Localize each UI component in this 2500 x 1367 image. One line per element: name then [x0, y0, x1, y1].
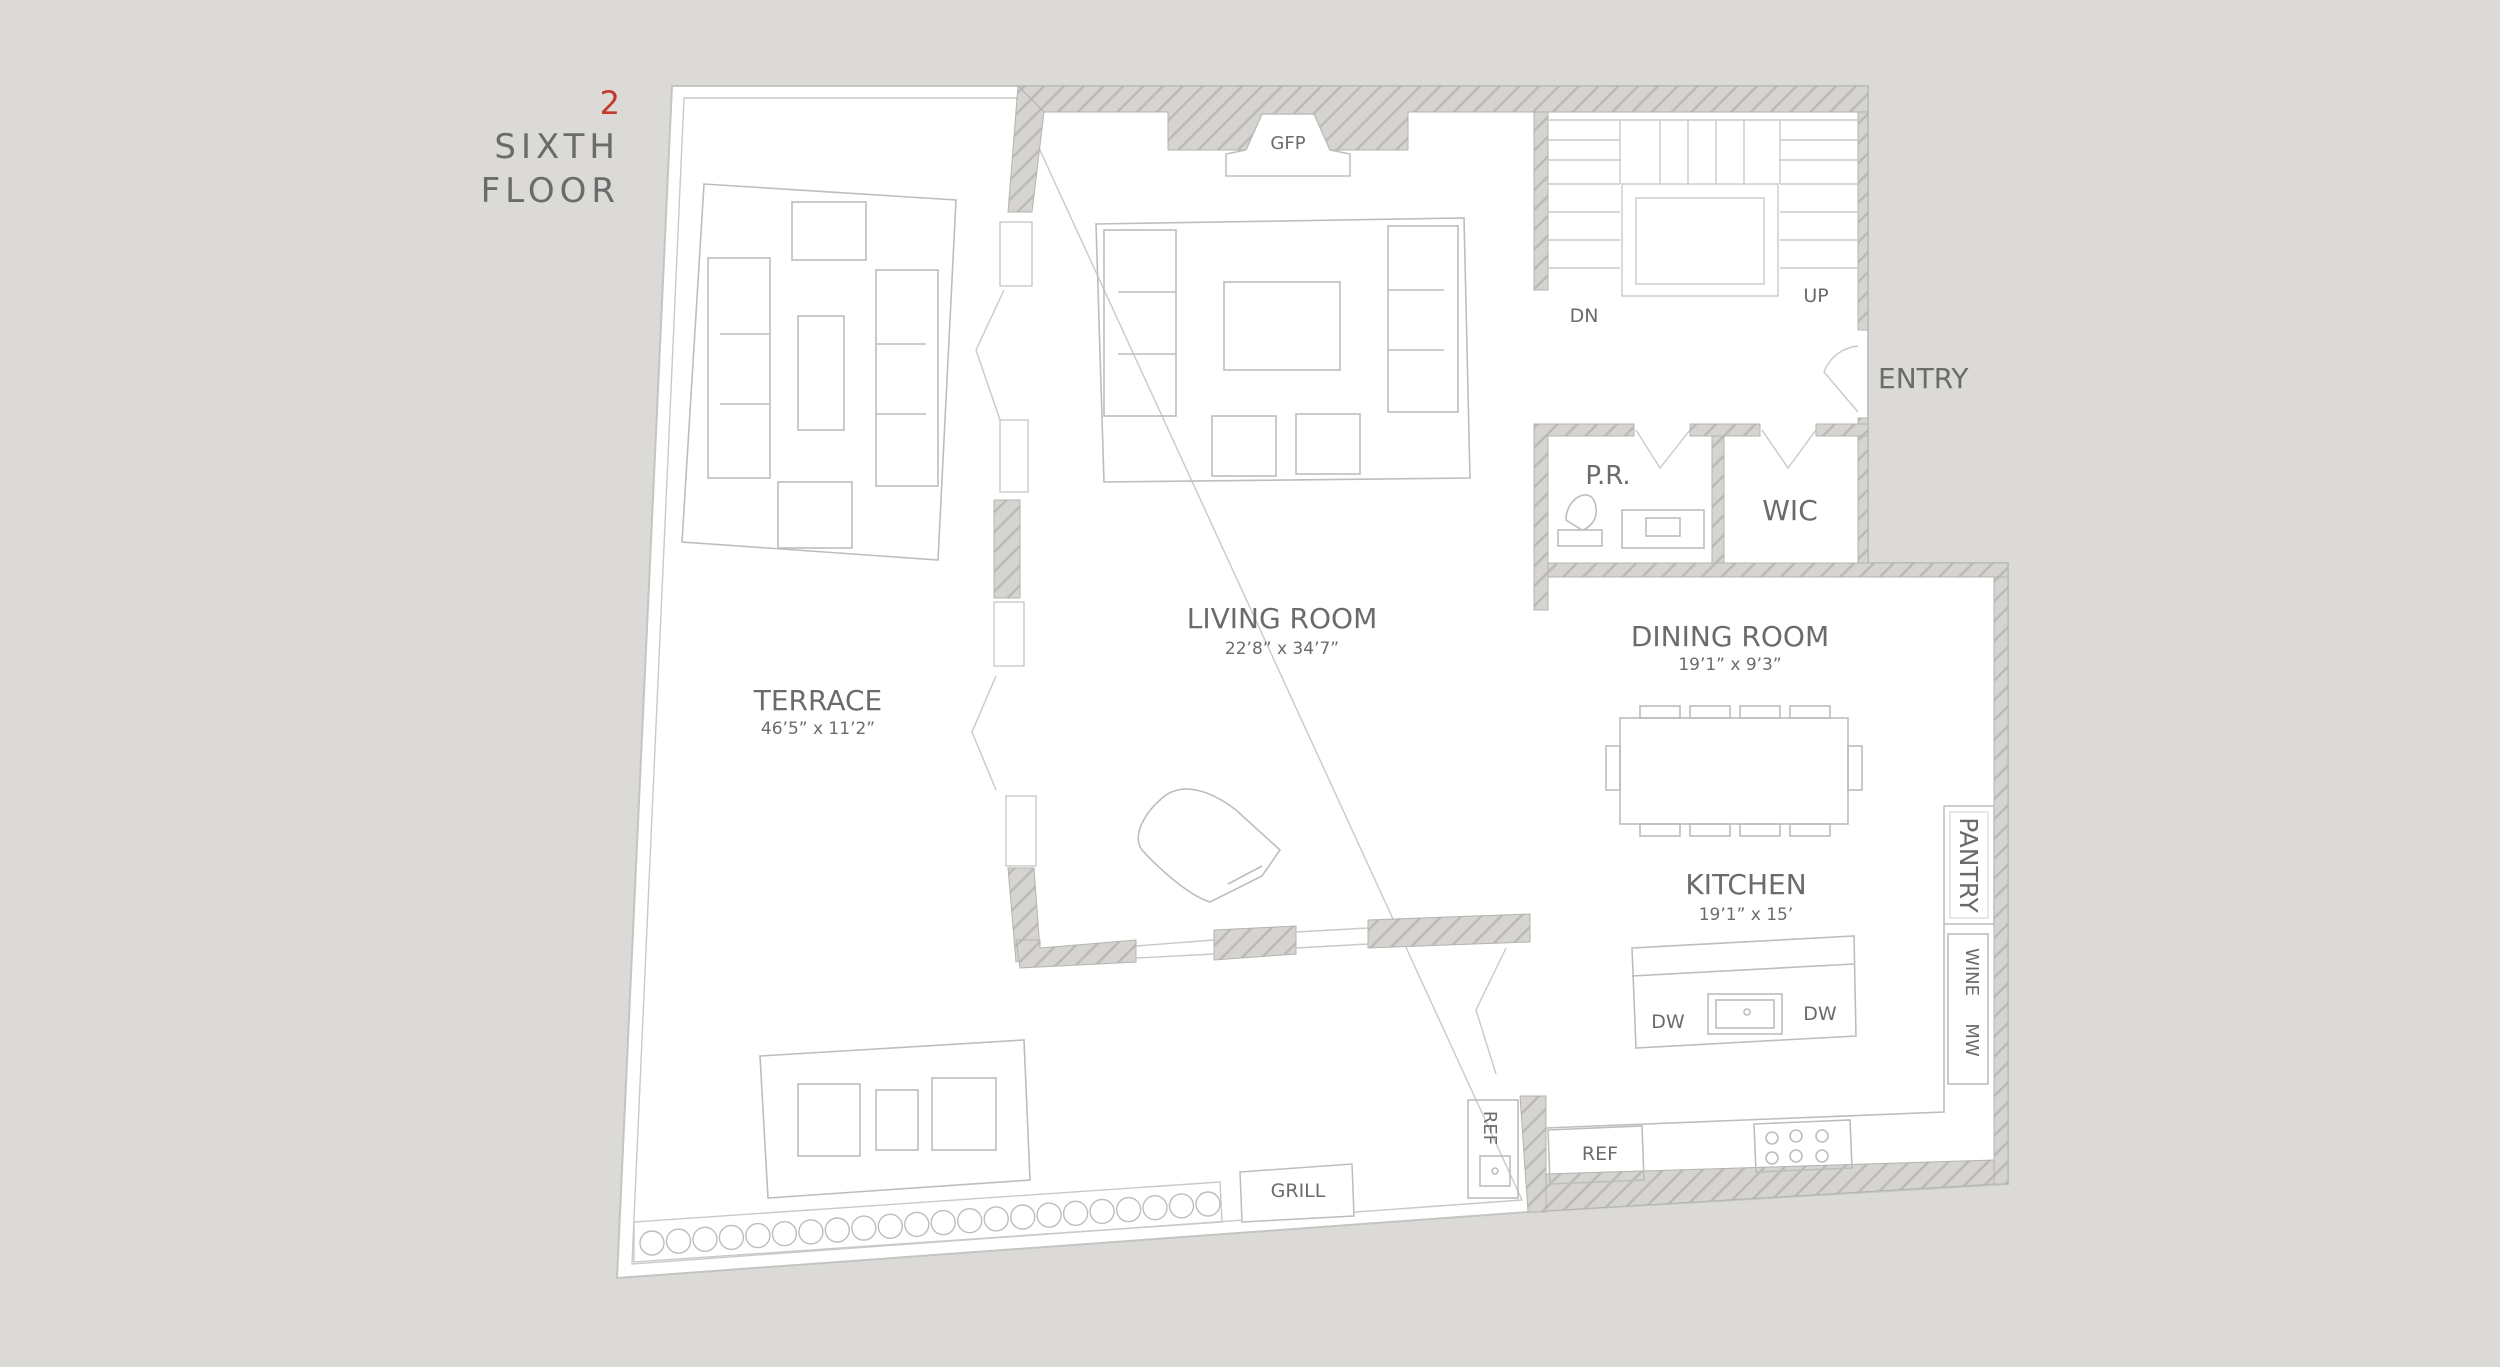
planter-circle: [1142, 1194, 1168, 1221]
pantry-unit: [1943, 805, 1995, 925]
terrace-name: TERRACE: [753, 684, 882, 717]
pantry-label: PANTRY: [1954, 817, 1983, 913]
terrace-rail: [631, 97, 1524, 1265]
walls: [993, 84, 2009, 1213]
kitchen-counter: [1545, 924, 1989, 1129]
living-seating: [1095, 217, 1471, 483]
planter-circle: [983, 1206, 1009, 1232]
kitchen-island: [1631, 935, 1857, 1049]
dining-name: DINING ROOM: [1631, 620, 1829, 653]
planter-circles: [639, 1191, 1221, 1256]
planter-circle: [957, 1207, 983, 1234]
planter-circle: [1115, 1196, 1142, 1223]
planter-circle: [1036, 1202, 1062, 1228]
pr-wic-doors: [1635, 429, 1817, 470]
kitchen-appliances: [1547, 1119, 1853, 1185]
stairs: [1548, 119, 1860, 297]
terrace-bar: [1467, 1099, 1519, 1199]
planter-circle: [877, 1213, 903, 1240]
dining-dims: 19’1” x 9’3”: [1678, 655, 1781, 675]
wic-name: WIC: [1762, 494, 1818, 527]
planter-circle: [718, 1224, 745, 1251]
terrace-windows: [971, 221, 1369, 959]
kitchen-name: KITCHEN: [1685, 868, 1806, 901]
planter-circle: [639, 1230, 665, 1256]
planter-circle: [692, 1226, 718, 1253]
planter-circle: [851, 1215, 877, 1241]
piano: [1137, 788, 1282, 903]
entry-door: [1823, 345, 1859, 413]
stair-dn-label: DN: [1570, 305, 1599, 327]
terrace-ref-label: REF: [1479, 1111, 1500, 1145]
planter-circle: [1062, 1200, 1089, 1227]
planter-circle: [1168, 1193, 1195, 1219]
terrace-dims: 46’5” x 11’2”: [761, 719, 875, 739]
planter-circle: [771, 1220, 798, 1247]
powder-name: P.R.: [1585, 461, 1630, 491]
living-name: LIVING ROOM: [1187, 602, 1378, 635]
planter-circle: [665, 1228, 692, 1254]
dining-table: [1605, 705, 1863, 837]
planter-circle: [1195, 1191, 1221, 1217]
planter-circle: [1089, 1198, 1115, 1225]
kitchen-dims: 19’1” x 15’: [1699, 905, 1794, 925]
entry-name: ENTRY: [1878, 362, 1969, 395]
living-dims: 22’8” x 34’7”: [1225, 639, 1339, 659]
planter-circle: [745, 1222, 771, 1249]
planter-circle: [798, 1219, 824, 1245]
wine-label: WINE: [1961, 948, 1982, 996]
floor-number: 2: [600, 84, 620, 122]
fireplace: GFP: [1225, 113, 1351, 177]
planter-circle: [930, 1209, 956, 1236]
kitchen-terrace-door: [1475, 947, 1507, 1075]
floor-name-line1: SIXTH: [494, 127, 620, 167]
floor-name-line2: FLOOR: [481, 171, 620, 211]
grill-label: GRILL: [1271, 1180, 1326, 1202]
stair-up-label: UP: [1803, 285, 1828, 307]
dw-left-label: DW: [1651, 1011, 1685, 1033]
kitchen-ref-label: REF: [1582, 1143, 1618, 1165]
planter-circle: [904, 1211, 930, 1238]
planter-circle: [824, 1217, 850, 1243]
terrace-seating: [759, 1039, 1031, 1199]
powder-fixtures: [1557, 494, 1705, 549]
terrace-lounge: [681, 183, 957, 561]
dw-right-label: DW: [1803, 1003, 1837, 1025]
gfp-label: GFP: [1270, 133, 1305, 154]
mw-label: MW: [1961, 1023, 1982, 1057]
grill: GRILL: [1239, 1163, 1355, 1223]
planters: [633, 1181, 1223, 1263]
floor-outline: [615, 85, 2009, 1280]
planter-circle: [1010, 1204, 1036, 1230]
